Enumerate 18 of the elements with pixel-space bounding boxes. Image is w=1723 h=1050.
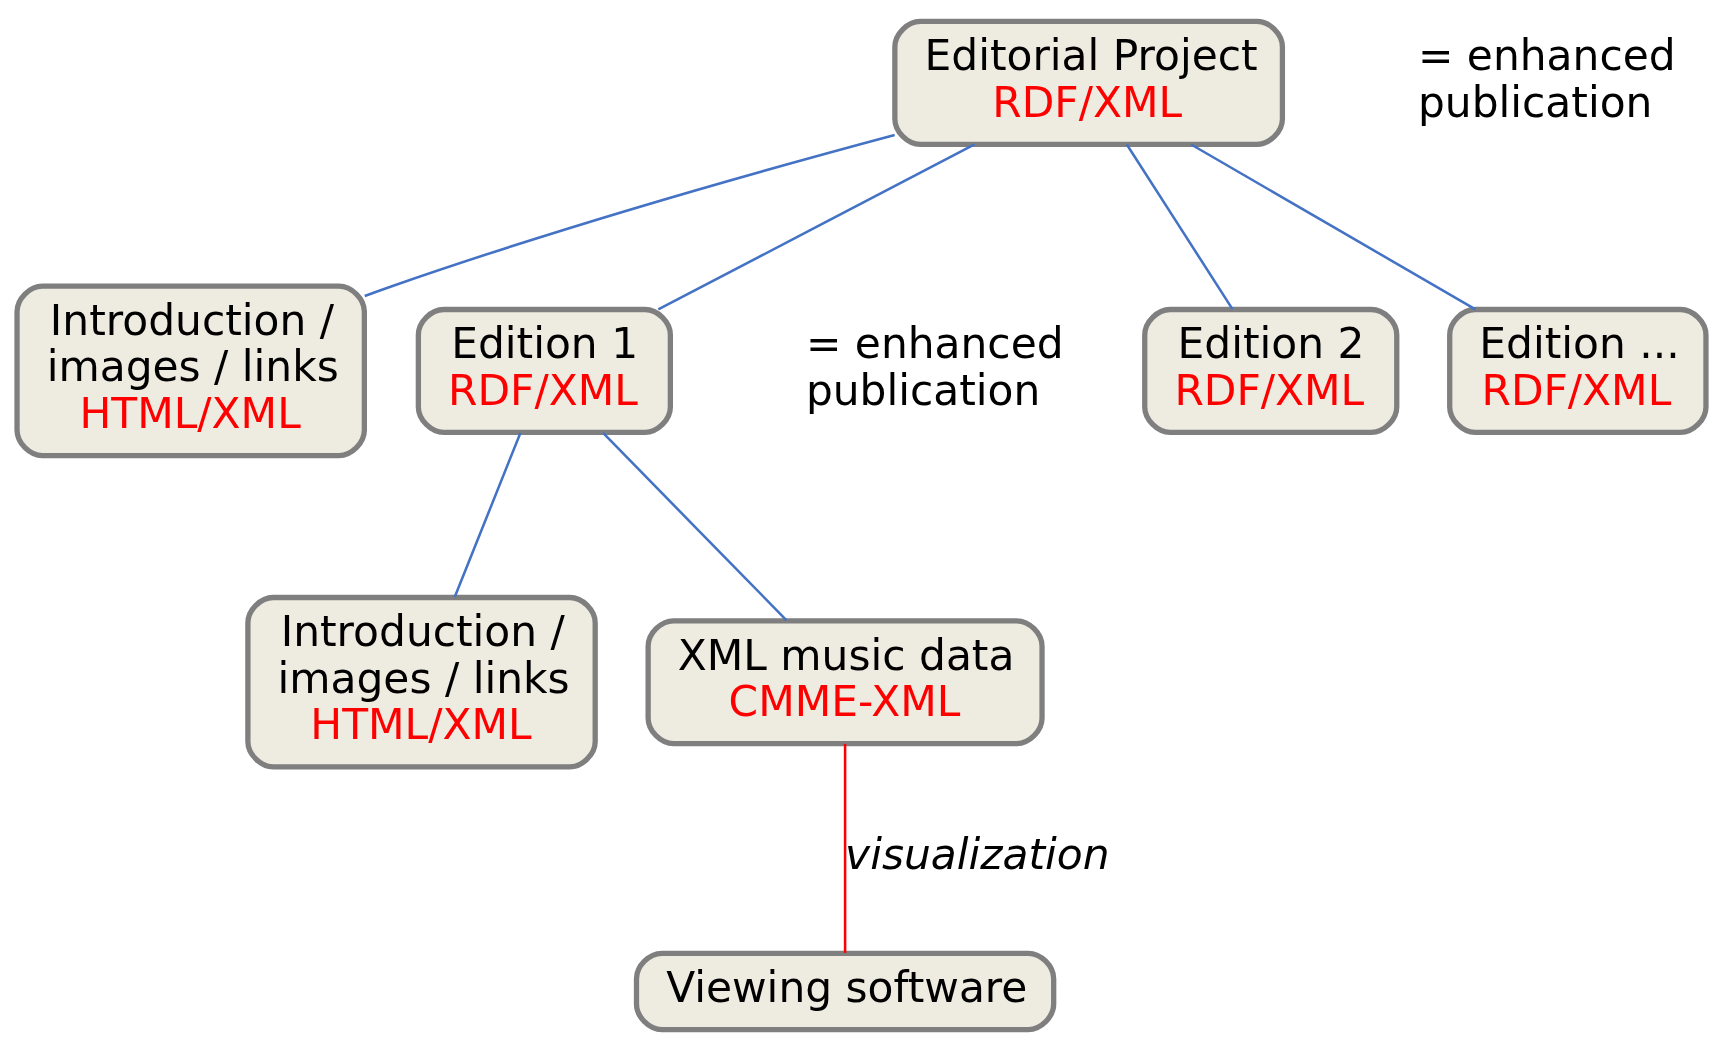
connector	[657, 142, 976, 310]
connector	[1190, 142, 1477, 310]
node-box: XML music data CMME-XML	[645, 617, 1045, 746]
edge-label: visualization	[845, 829, 1110, 879]
node-box: Introduction / images / links HTML/XML	[245, 594, 598, 770]
connector	[364, 133, 895, 297]
node-box: Introduction / images / links HTML/XML	[14, 283, 367, 458]
connector	[843, 743, 847, 953]
connector	[453, 432, 522, 598]
node-box: Edition 1 RDF/XML	[415, 306, 673, 435]
node-box: Editorial Project RDF/XML	[892, 18, 1286, 147]
connector	[602, 431, 788, 621]
connector	[1125, 143, 1234, 310]
node-box: Edition 2 RDF/XML	[1142, 306, 1400, 435]
node-box: Viewing software	[633, 950, 1057, 1032]
node-label: = enhanced publication	[805, 318, 1064, 415]
node-label: = enhanced publication	[1417, 30, 1676, 127]
node-box: Edition ... RDF/XML	[1447, 306, 1709, 435]
